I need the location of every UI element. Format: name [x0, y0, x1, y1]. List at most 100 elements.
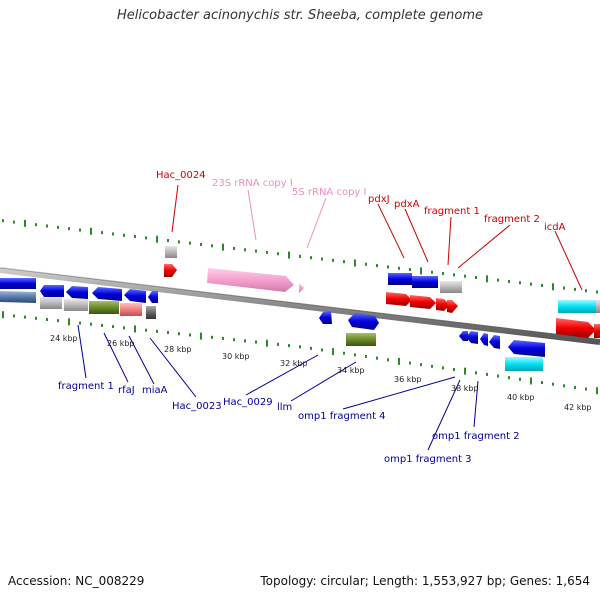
map-title: Helicobacter acinonychis str. Sheeba, co… [116, 8, 483, 23]
tick-mark [57, 225, 59, 229]
upper-tick-track [2, 219, 598, 294]
tick-mark [167, 239, 169, 243]
accession-text: Accession: NC_008229 [8, 574, 145, 588]
tick-mark [101, 323, 103, 327]
tick-mark [552, 382, 554, 386]
upper-gene-label: fragment 1 [424, 206, 480, 217]
tick-mark [2, 311, 4, 319]
tick-mark [541, 381, 543, 385]
tick-mark [475, 371, 477, 375]
gene-feature [148, 291, 158, 303]
gene-feature [410, 295, 436, 309]
tick-mark [266, 339, 268, 347]
tick-mark [134, 325, 136, 333]
tick-mark [508, 376, 510, 380]
tick-mark [57, 319, 59, 323]
gene-feature [0, 278, 36, 289]
gene-feature [348, 313, 379, 330]
tick-mark [35, 223, 37, 227]
tick-mark [332, 348, 334, 356]
gene-feature [40, 297, 62, 309]
tick-mark [365, 262, 367, 266]
scale-label: 42 kbp [564, 403, 592, 412]
tick-mark [464, 274, 466, 278]
tick-mark [431, 270, 433, 274]
tick-mark [233, 338, 235, 342]
lower-gene-label: omp1 fragment 4 [298, 411, 386, 422]
gene-feature [346, 333, 376, 346]
tick-mark [354, 259, 356, 267]
upper-gene-label: 5S rRNA copy I [292, 187, 366, 198]
tick-mark [200, 332, 202, 340]
tick-mark [145, 328, 147, 332]
tick-mark [222, 243, 224, 251]
tick-mark [288, 344, 290, 348]
gene-feature [386, 292, 412, 306]
lower-gene-label: omp1 fragment 3 [384, 454, 472, 465]
upper-gene-label: pdxA [394, 199, 420, 210]
tick-mark [68, 227, 70, 231]
tick-mark [530, 377, 532, 385]
genome-backbone [0, 267, 600, 345]
gene-feature [505, 357, 543, 371]
tick-mark [387, 358, 389, 362]
tick-mark [24, 219, 26, 227]
tick-mark [464, 367, 466, 375]
tick-mark [442, 272, 444, 276]
upper-gene-label: 23S rRNA copy I [212, 178, 293, 189]
tick-mark [310, 346, 312, 350]
tick-mark [574, 287, 576, 291]
upper-label-layer: Hac_0024 23S rRNA copy I5S rRNA copy I pdx… [156, 170, 566, 233]
tick-mark [244, 339, 246, 343]
tick-mark [123, 326, 125, 330]
tick-mark [530, 282, 532, 286]
scale-label: 40 kbp [507, 393, 535, 402]
tick-mark [233, 246, 235, 250]
gene-feature [64, 299, 88, 311]
tick-mark [541, 283, 543, 287]
lower-tick-track [2, 311, 598, 395]
tick-mark [211, 244, 213, 248]
tick-mark [112, 325, 114, 329]
scale-label: 24 kbp [50, 334, 78, 343]
scale-label: 28 kbp [164, 345, 192, 354]
tick-mark [563, 286, 565, 290]
tick-mark [156, 235, 158, 243]
genome-summary-text: Topology: circular; Length: 1,553,927 bp… [260, 574, 590, 588]
tick-mark [266, 250, 268, 254]
scale-label: 34 kbp [337, 366, 365, 375]
tick-mark [178, 240, 180, 244]
gene-feature [436, 298, 450, 311]
gene-feature [165, 246, 177, 258]
tick-mark [376, 356, 378, 360]
tick-mark [189, 241, 191, 245]
tick-mark [90, 322, 92, 326]
gene-feature [594, 324, 600, 338]
tick-mark [156, 329, 158, 333]
rrna-5s-feature [299, 283, 304, 293]
upper-gene-label: Hac_0024 [156, 170, 206, 181]
tick-mark [332, 258, 334, 262]
lower-gene-label: Hac_0023 [172, 401, 222, 412]
tick-mark [508, 279, 510, 283]
tick-mark [101, 231, 103, 235]
scale-label: 36 kbp [394, 375, 422, 384]
tick-mark [387, 265, 389, 269]
tick-mark [277, 342, 279, 346]
tick-mark [288, 251, 290, 259]
lower-gene-label: Hac_0029 [223, 397, 273, 408]
gene-feature [558, 300, 598, 313]
tick-mark [310, 256, 312, 260]
tick-mark [2, 219, 4, 223]
gene-feature [440, 281, 462, 293]
tick-mark [211, 335, 213, 339]
gene-feature [319, 311, 332, 324]
gene-feature [92, 287, 122, 301]
tick-mark [354, 353, 356, 357]
tick-mark [189, 333, 191, 337]
lower-gene-label: fragment 1 [58, 381, 114, 392]
tick-mark [596, 387, 598, 395]
gene-feature [89, 301, 119, 314]
